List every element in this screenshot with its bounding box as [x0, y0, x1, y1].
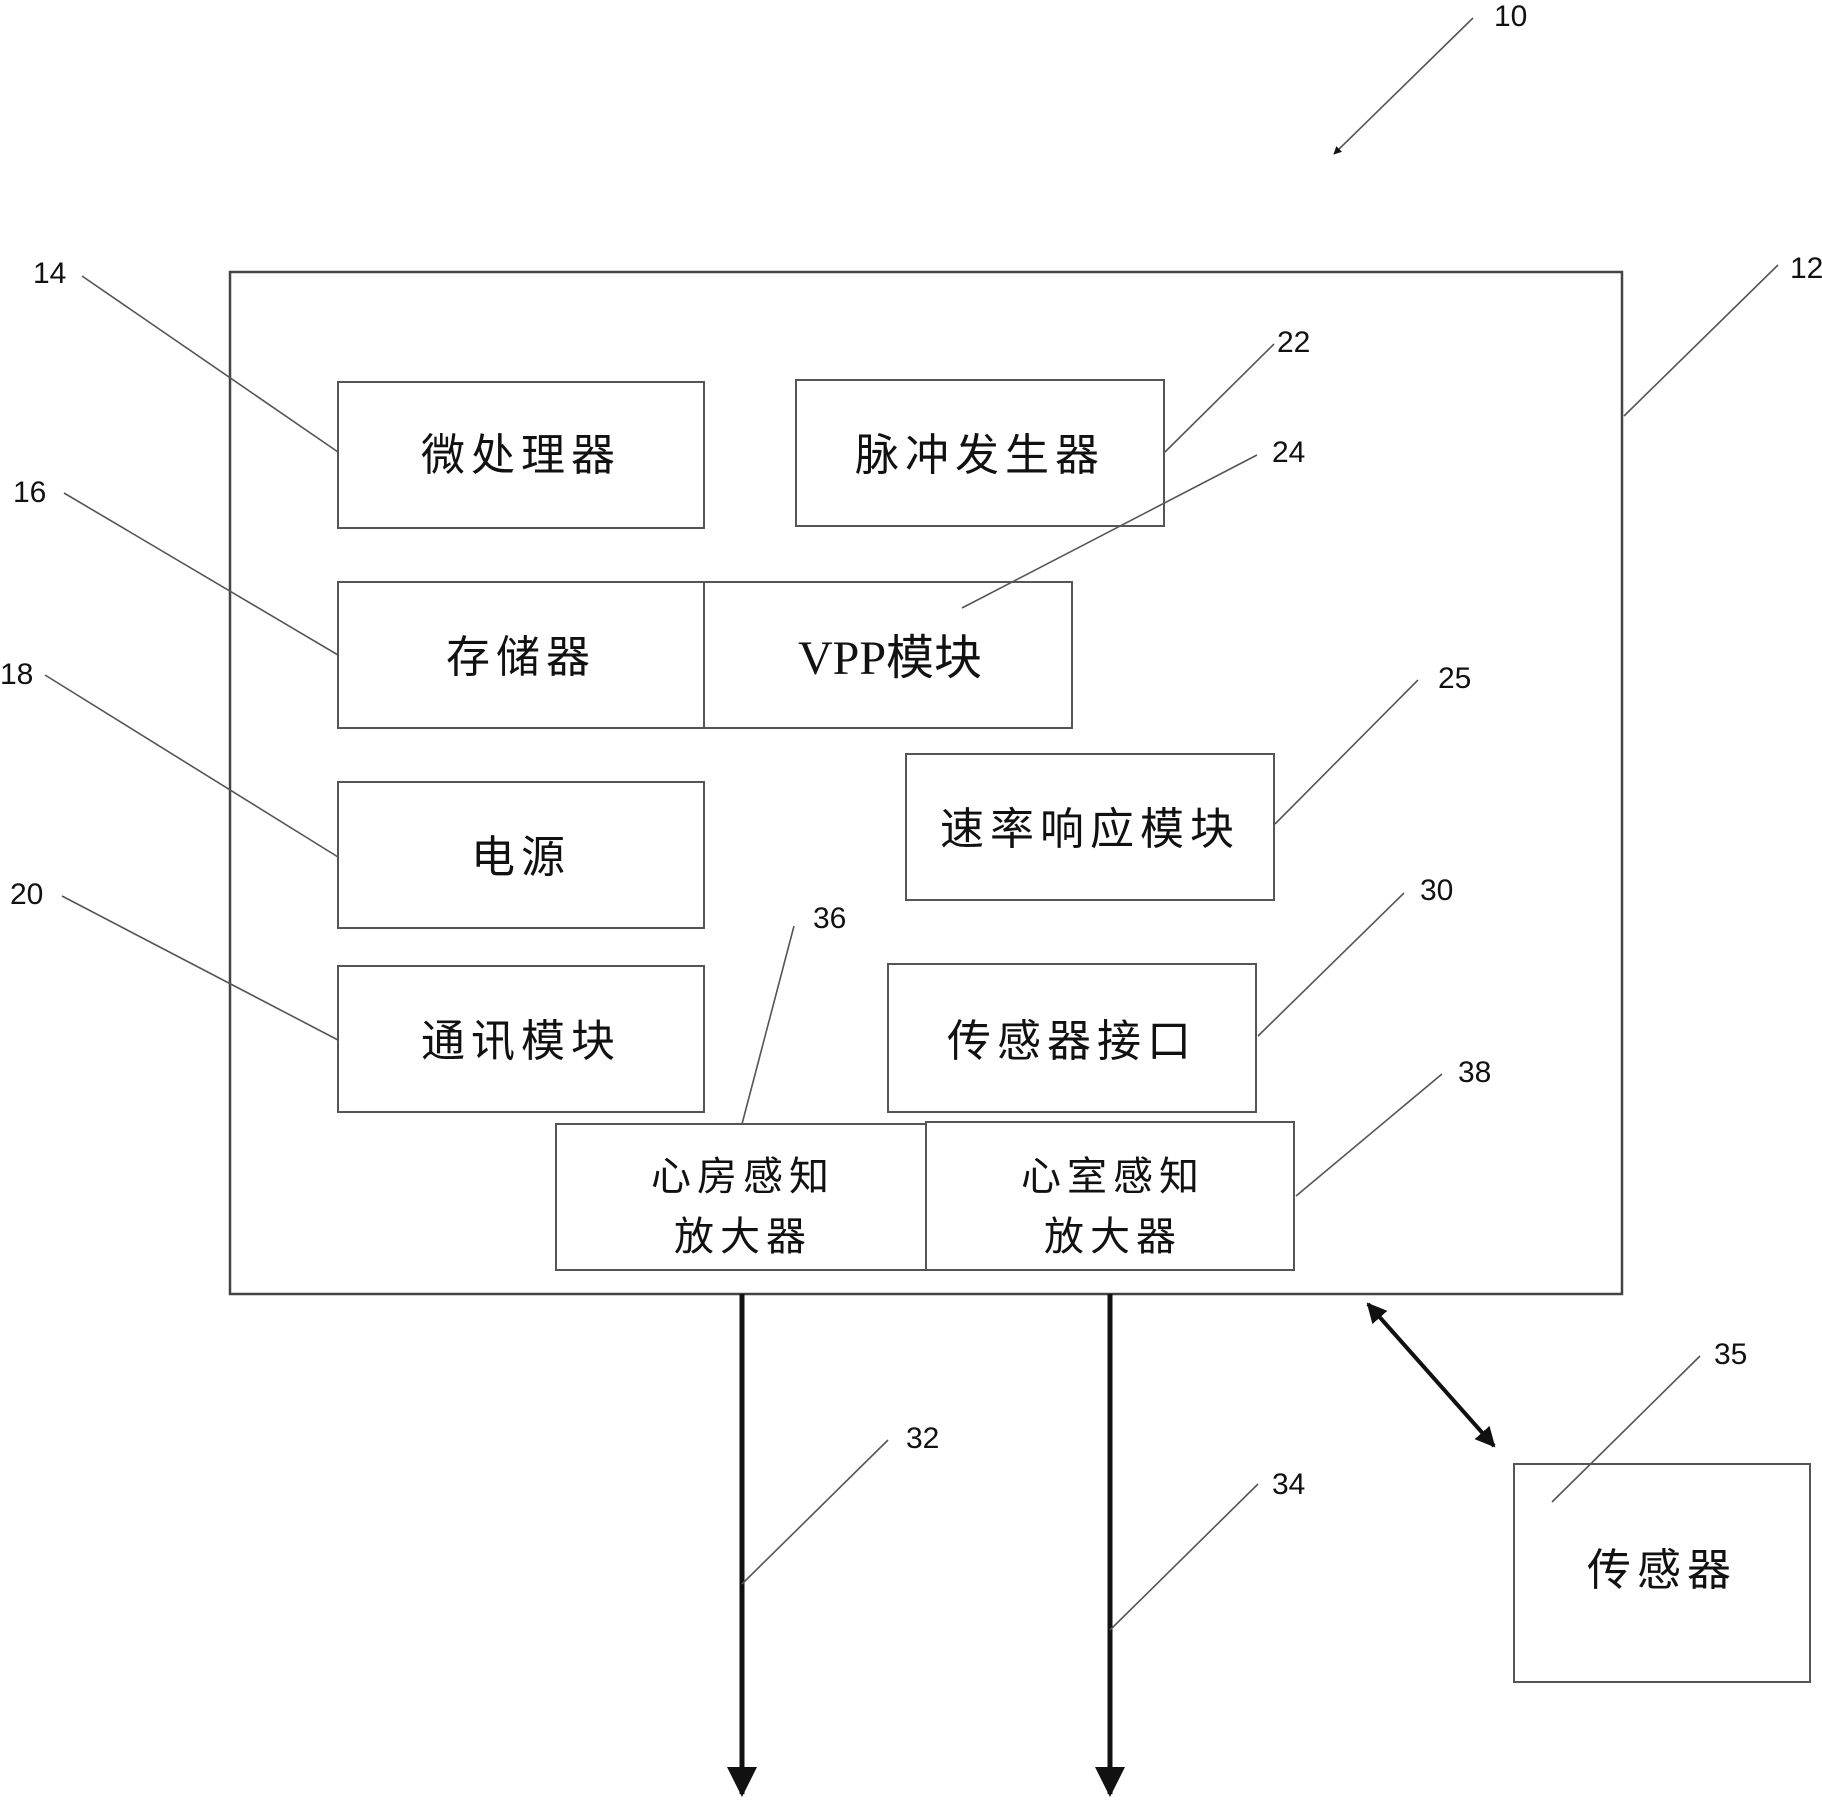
ref-30: 30 [1420, 874, 1453, 907]
figure-arrow [1333, 17, 1474, 155]
leader-20 [61, 895, 339, 1041]
leader-30 [1257, 892, 1405, 1037]
ref-16: 16 [13, 476, 46, 509]
ref-10: 10 [1494, 0, 1527, 33]
ref-20: 20 [10, 878, 43, 911]
ref-36: 36 [813, 902, 846, 935]
ref-24: 24 [1272, 436, 1305, 469]
leader-34 [1109, 1483, 1259, 1631]
device-housing [228, 270, 1624, 1296]
leader-25 [1274, 679, 1419, 825]
leader-18 [44, 674, 339, 858]
ref-32: 32 [906, 1422, 939, 1455]
power-label: 电源 [471, 832, 571, 883]
sensor-interface-block [887, 963, 1257, 1113]
comm-module-block [337, 965, 705, 1113]
ref-22: 22 [1277, 326, 1310, 359]
vpp-module-block [703, 581, 1073, 729]
pulse-generator-block [795, 379, 1165, 527]
memory-label: 存储器 [446, 632, 596, 683]
ref-25: 25 [1438, 662, 1471, 695]
power-block [337, 781, 705, 929]
leader-36 [741, 925, 795, 1125]
vpp-module-label: VPP模块 [798, 632, 982, 685]
ventricular-amp-block [925, 1121, 1295, 1271]
leader-35 [1551, 1355, 1701, 1503]
comm-module-label: 通讯模块 [421, 1016, 621, 1067]
rate-response-block [905, 753, 1275, 901]
leader-32 [741, 1439, 889, 1585]
atrial-amp-line2: 放大器 [674, 1214, 812, 1260]
sensor-interface-label: 传感器接口 [947, 1016, 1197, 1067]
leader-22 [1164, 343, 1275, 453]
microprocessor-label: 微处理器 [421, 430, 621, 481]
atrial-amp-line1: 心房感知 [651, 1154, 835, 1200]
ref-38: 38 [1458, 1056, 1491, 1089]
ref-14: 14 [33, 257, 66, 290]
sensor-block [1513, 1463, 1811, 1683]
pulse-generator-label: 脉冲发生器 [855, 430, 1105, 481]
ventricular-amp-line2: 放大器 [1044, 1214, 1182, 1260]
ref-12: 12 [1790, 252, 1822, 285]
sensor-label: 传感器 [1587, 1545, 1737, 1596]
leader-14 [81, 275, 339, 453]
ventricular-amp-line1: 心室感知 [1021, 1154, 1205, 1200]
leader-16 [63, 492, 339, 656]
rate-response-label: 速率响应模块 [940, 804, 1240, 855]
sensor-link-arrow [1366, 1302, 1496, 1448]
microprocessor-block [337, 381, 705, 529]
leader-12 [1623, 264, 1779, 417]
ref-18: 18 [0, 658, 33, 691]
leader-24 [961, 454, 1258, 609]
ref-34: 34 [1272, 1468, 1305, 1501]
leader-38 [1295, 1073, 1443, 1197]
ref-35: 35 [1714, 1338, 1747, 1371]
